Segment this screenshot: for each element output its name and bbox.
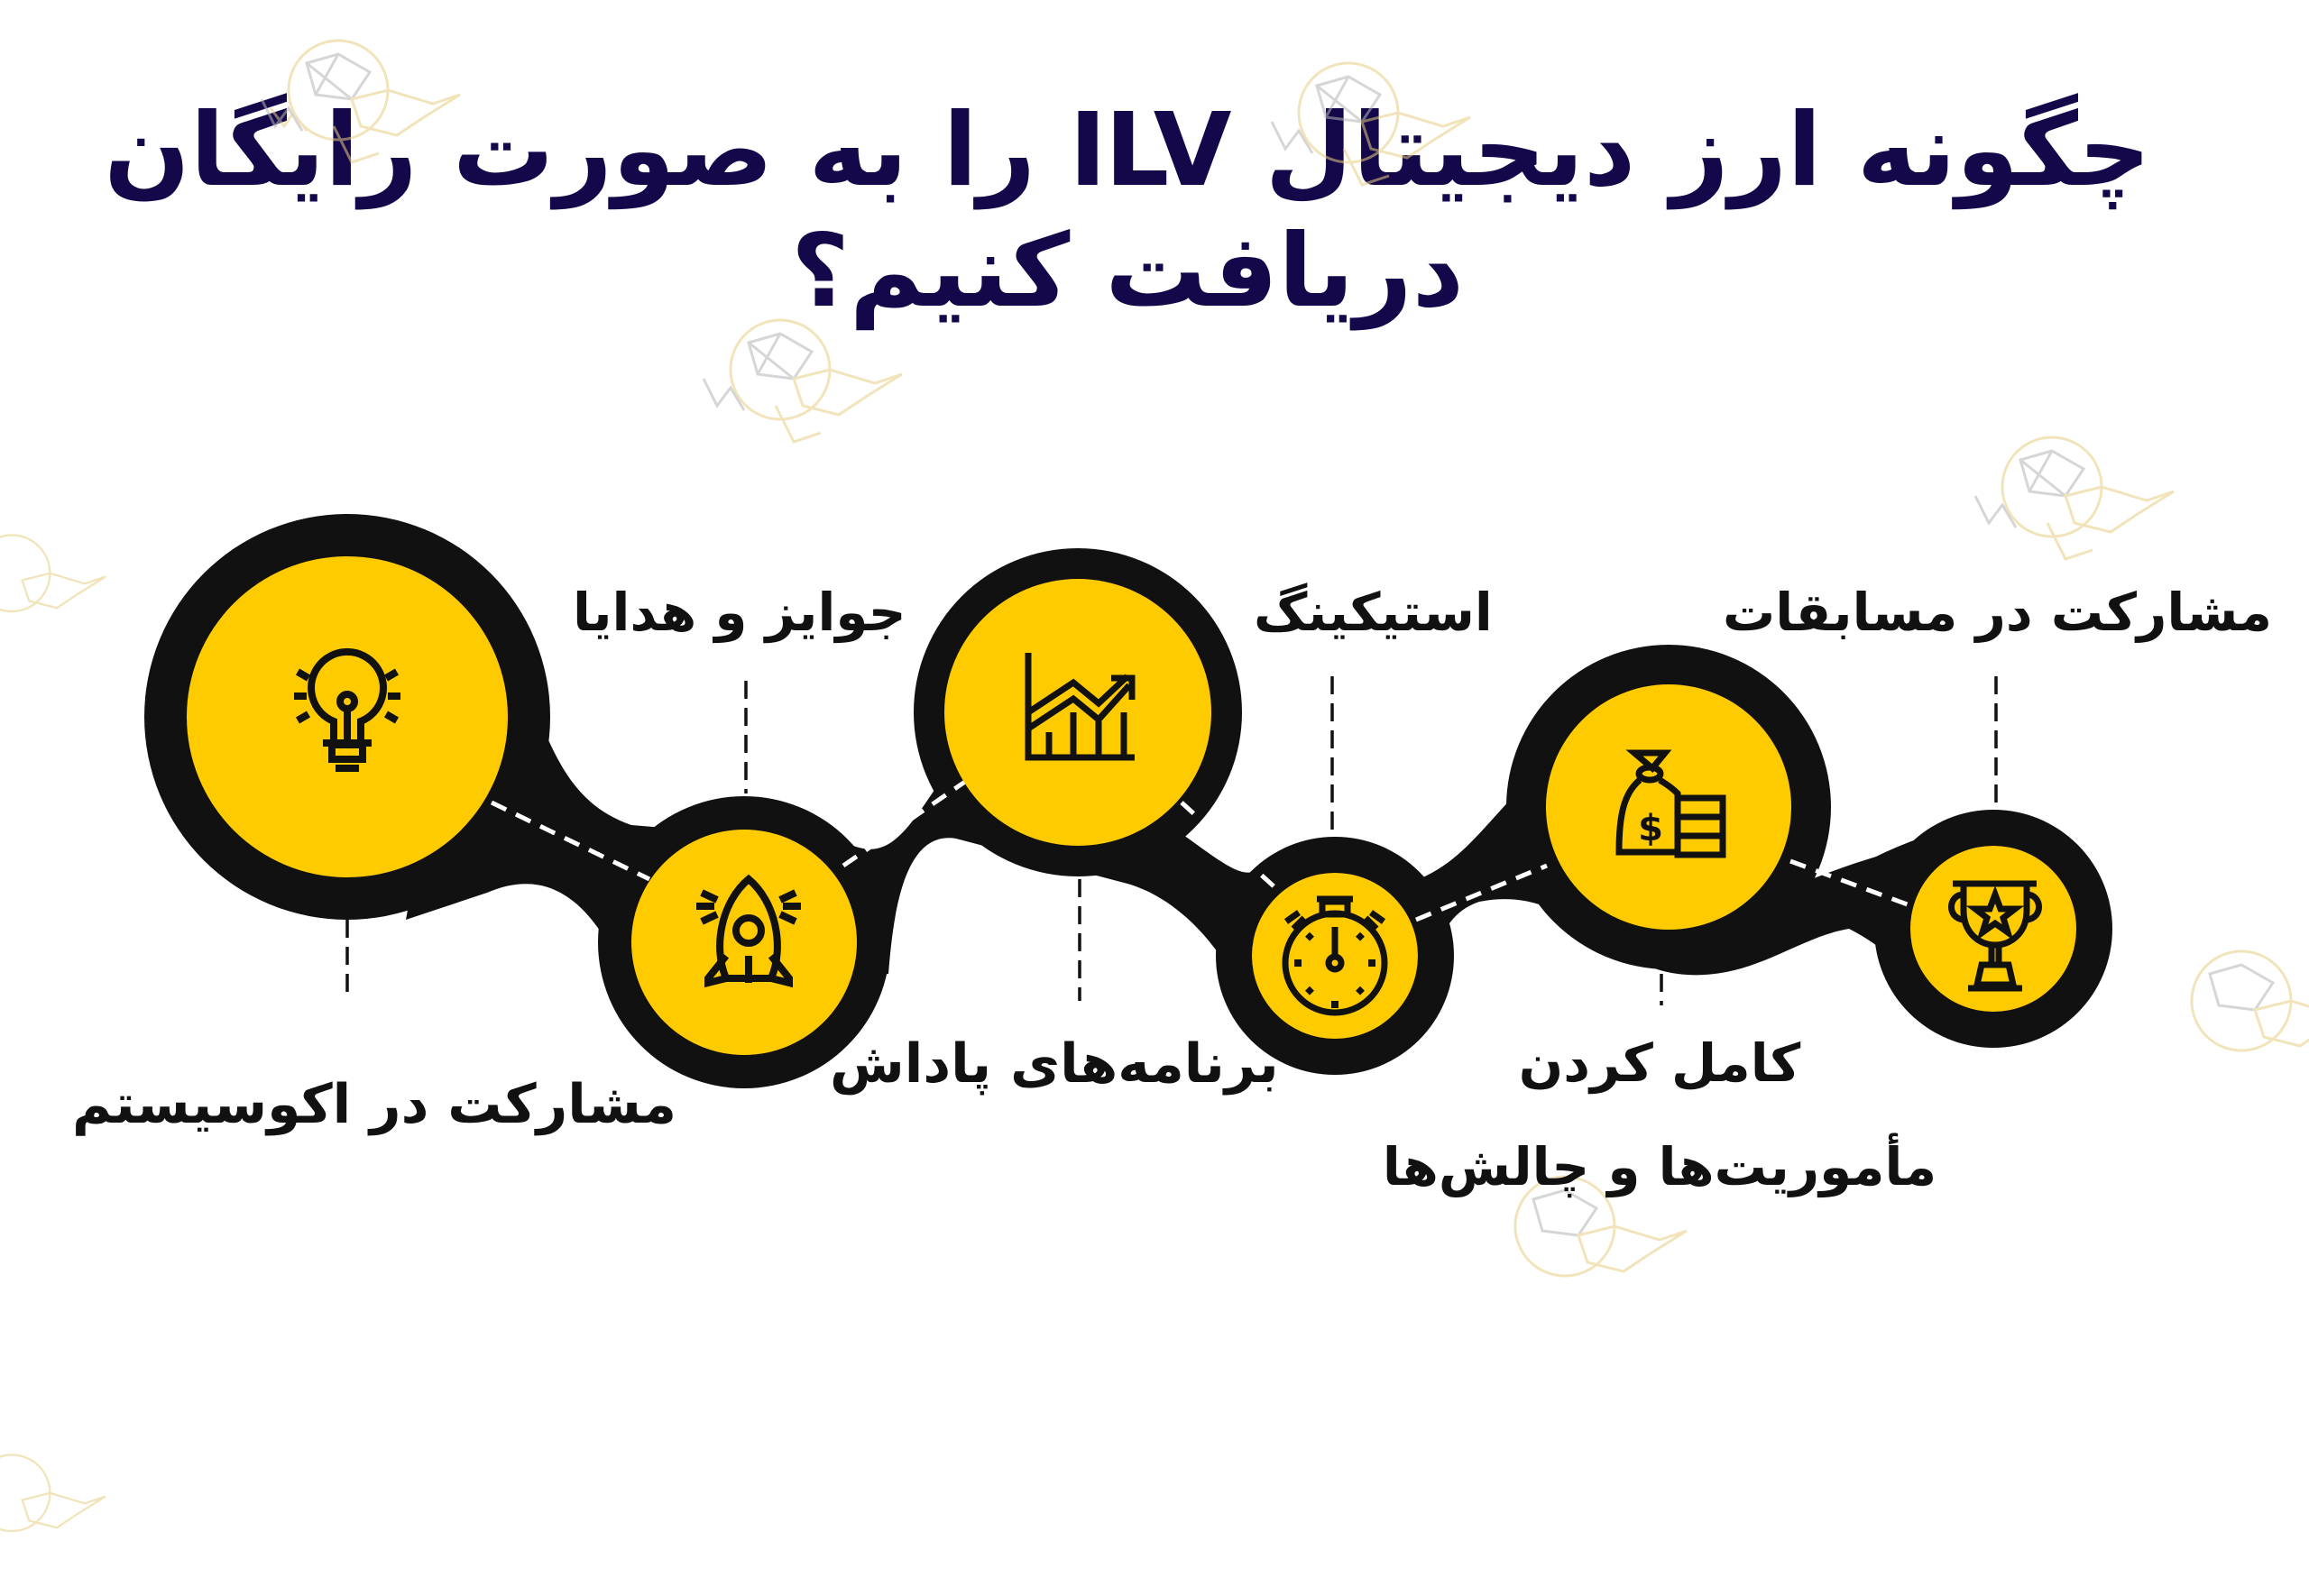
watermark-logo-icon <box>0 534 106 613</box>
watermark-logo-icon <box>702 318 903 444</box>
step-label-3: برنامه‌های پاداش <box>830 1032 1279 1096</box>
watermark-logo-icon <box>0 1454 106 1533</box>
node-fill-6 <box>1910 846 2076 1012</box>
stopwatch-icon <box>1282 895 1388 1016</box>
node-fill-3 <box>944 579 1211 846</box>
node-fill-5 <box>1546 684 1791 930</box>
step-label-5-line1: کامل کردن <box>1518 1032 1801 1094</box>
step-label-2: جوایز و هدایا <box>573 582 906 643</box>
roadmap-diagram: $ <box>144 514 2112 1088</box>
watermark-logo-icon <box>1513 1175 1688 1278</box>
growth-chart-icon <box>1025 653 1136 761</box>
money-bag-icon <box>1615 749 1726 858</box>
trophy-icon <box>1948 880 2042 992</box>
watermark-logo-icon <box>2190 949 2309 1052</box>
dollar-sign-icon: $ <box>1638 808 1663 849</box>
step-label-6: مشارکت در مسابقات <box>1723 582 2273 643</box>
watermark-logo-icon <box>1270 61 1471 187</box>
step-label-5-line2: مأموریت‌ها و چالش‌ها <box>1382 1136 1937 1197</box>
page-title: چگونه ارز دیجیتال ILV را به صورت رایگان … <box>104 92 2153 331</box>
lightbulb-icon <box>294 647 400 772</box>
step-label-1: مشارکت در اکوسیستم <box>72 1073 676 1136</box>
watermark-logo-icon <box>260 39 461 164</box>
watermark-logo-icon <box>1973 436 2175 561</box>
stopwatch-ticks <box>1294 931 1375 1008</box>
step-label-4: استیکینگ <box>1254 582 1493 643</box>
leader-lines <box>345 676 1998 1005</box>
dashed-connectors <box>490 773 1913 922</box>
rocket-icon <box>696 874 801 988</box>
